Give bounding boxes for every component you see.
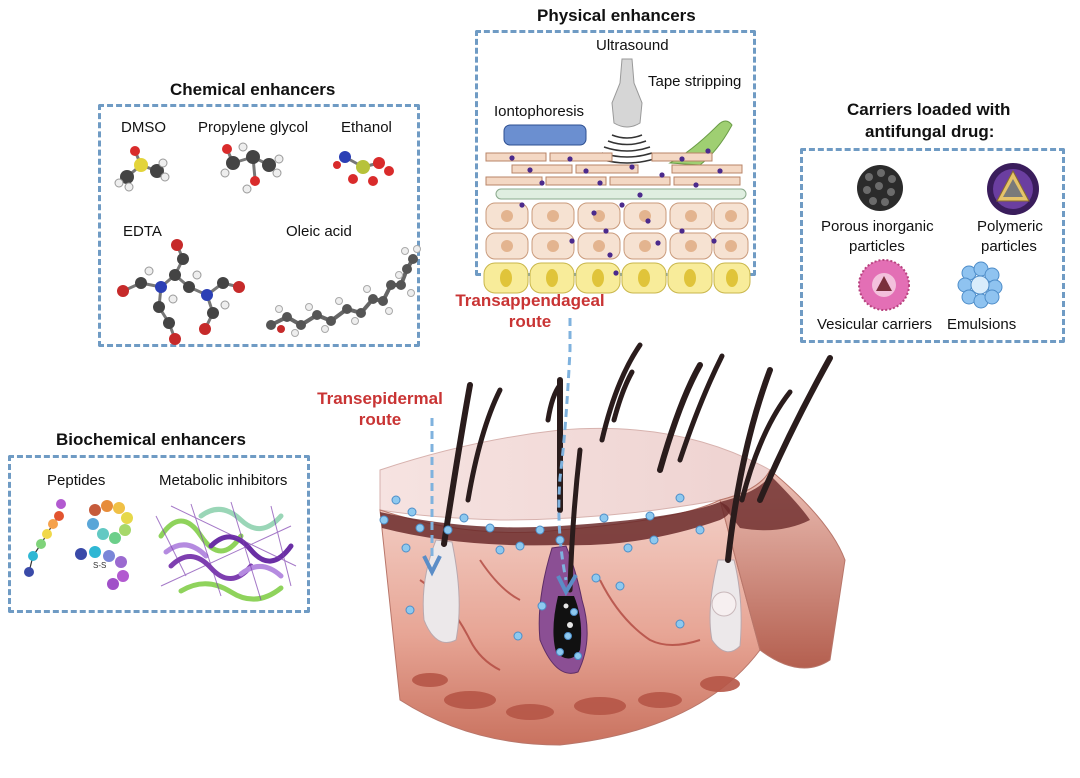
carriers-title-line2: antifungal drug: — [865, 122, 995, 141]
transappendageal-route-label: Transappendageal route — [450, 290, 610, 332]
biochemical-enhancers-title: Biochemical enhancers — [56, 430, 246, 449]
polymeric-label-line1: Polymeric — [977, 218, 1043, 235]
transepidermal-route-line2: route — [358, 410, 402, 429]
edta-label: EDTA — [123, 223, 162, 240]
physical-enhancers-skin-illustration — [483, 58, 751, 294]
carriers-box: Porous inorganic particles Polymeric par… — [800, 148, 1065, 343]
transappendageal-route-line1: Transappendageal — [455, 291, 605, 310]
edta-molecule-illustration — [117, 239, 245, 345]
transepidermal-route-line1: Transepidermal — [317, 389, 443, 408]
polymeric-label-line2: particles — [981, 238, 1037, 255]
ethanol-molecule-illustration — [333, 151, 394, 186]
physical-enhancers-box: Ultrasound Tape stripping Iontophoresis — [475, 30, 756, 294]
transappendageal-route-line2: route — [508, 312, 552, 331]
metabolic-inhibitors-label: Metabolic inhibitors — [159, 472, 288, 489]
vesicular-carriers-label: Vesicular carriers — [817, 316, 933, 333]
porous-inorganic-label-line1: Porous inorganic — [821, 218, 934, 235]
oleic-acid-molecule-illustration — [266, 245, 421, 337]
porous-inorganic-particle-icon — [857, 165, 903, 211]
chemical-enhancers-box: DMSO Propylene glycol Ethanol EDTA Oleic… — [98, 104, 421, 347]
polymeric-particle-icon — [987, 163, 1039, 215]
porous-inorganic-label-line2: particles — [849, 238, 905, 255]
svg-text:S-S: S-S — [93, 561, 106, 570]
physical-enhancers-title: Physical enhancers — [537, 6, 696, 25]
emulsion-icon — [957, 261, 1003, 309]
chemical-enhancers-title: Chemical enhancers — [170, 80, 336, 99]
iontophoresis-label: Iontophoresis — [494, 103, 585, 120]
oleic-acid-label: Oleic acid — [286, 223, 352, 240]
peptides-label: Peptides — [47, 472, 106, 489]
ultrasound-label: Ultrasound — [596, 37, 669, 54]
metabolic-inhibitor-protein-illustration — [155, 501, 297, 602]
tape-stripping-label: Tape stripping — [648, 73, 742, 90]
carriers-title-line1: Carriers loaded with — [847, 100, 1011, 119]
propylene-glycol-molecule-illustration — [220, 142, 284, 194]
emulsions-label: Emulsions — [947, 316, 1017, 333]
dmso-label: DMSO — [121, 119, 166, 136]
biochemical-enhancers-box: Peptides Metabolic inhibitors S-S — [8, 455, 310, 613]
transepidermal-route-label: Transepidermal route — [300, 388, 460, 430]
vesicular-carrier-icon — [858, 259, 910, 311]
propylene-glycol-label: Propylene glycol — [198, 119, 309, 136]
peptides-illustration: S-S — [24, 499, 133, 590]
dmso-molecule-illustration — [114, 146, 170, 192]
ethanol-label: Ethanol — [341, 119, 392, 136]
